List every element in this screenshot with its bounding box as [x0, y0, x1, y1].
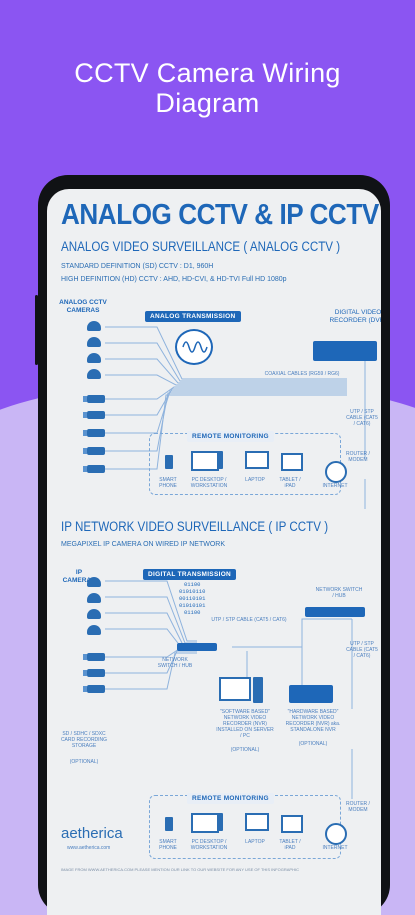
bullet-camera-icon [83, 669, 105, 677]
hardware-nvr-icon [289, 685, 333, 703]
device-label: LAPTOP [245, 839, 265, 845]
switch2-label: NETWORK SWITCH / HUB [315, 587, 363, 599]
infographic-screen: ANALOG CCTV & IP CCTV ANALOG VIDEO SURVE… [47, 189, 381, 915]
dvr-label: DIGITAL VIDEO RECORDER (DVR) [329, 309, 381, 324]
device-label: SMART PHONE [159, 839, 177, 851]
smartphone-icon [165, 455, 173, 469]
phone-side-button [35, 295, 38, 365]
brand-logo: aetherica [61, 825, 123, 842]
router-label: ROUTER / MODEM [346, 801, 370, 813]
software-nvr-label: "SOFTWARE BASED" NETWORK VIDEO RECORDER … [216, 709, 274, 739]
dome-camera-icon [87, 577, 101, 587]
brand-url: www.aetherica.com [67, 845, 111, 851]
phone-mockup: ANALOG CCTV & IP CCTV ANALOG VIDEO SURVE… [35, 175, 390, 915]
ip-utp-label: UTP / STP CABLE (CAT5 / CAT6) [346, 641, 378, 659]
network-switch2-icon [305, 607, 365, 617]
ip-remote-label: REMOTE MONITORING [187, 793, 274, 804]
page-title-line1: CCTV Camera Wiring [74, 58, 341, 88]
digital-transmission-badge: DIGITAL TRANSMISSION [143, 569, 237, 580]
laptop-icon [245, 451, 269, 469]
internet-globe-icon [325, 823, 347, 845]
internet-globe-icon [325, 461, 347, 483]
analog-sub2: HIGH DEFINITION (HD) CCTV : AHD, HD-CVI,… [61, 276, 287, 283]
tablet-icon [281, 815, 303, 833]
desktop-icon [191, 813, 219, 833]
desktop-tower-icon [217, 451, 223, 469]
nvr-server-monitor-icon [219, 677, 251, 701]
bullet-camera-icon [83, 429, 105, 437]
sd-card-label: SD / SDHC / SDXC CARD RECORDING STORAGE [60, 731, 108, 749]
ip-sub: MEGAPIXEL IP CAMERA ON WIRED IP NETWORK [61, 541, 226, 548]
wiring-lines [105, 326, 366, 799]
smartphone-icon [165, 817, 173, 831]
binary-row: 00110101 [179, 595, 206, 602]
infographic-title: ANALOG CCTV & IP CCTV [61, 199, 379, 231]
bullet-camera-icon [83, 395, 105, 403]
dome-camera-icon [87, 337, 101, 347]
hardware-nvr-label: "HARDWARE BASED" NETWORK VIDEO RECORDER … [285, 709, 341, 733]
dome-camera-icon [87, 593, 101, 603]
ip-cameras-label: IP CAMERAS [62, 569, 96, 584]
router-label: ROUTER / MODEM [346, 451, 370, 463]
page-title-line2: Diagram [155, 88, 260, 118]
dome-camera-icon [87, 353, 101, 363]
footer-credit: IMAGE FROM WWW.AETHERICA.COM PLEASE MENT… [61, 867, 299, 872]
binary-row: 01010110 [179, 588, 206, 595]
internet-label: INTERNET [322, 483, 348, 489]
hardware-nvr-optional: (OPTIONAL) [298, 741, 328, 747]
laptop-icon [245, 813, 269, 831]
dvr-device-icon [313, 341, 377, 361]
ip-cable-label: UTP / STP CABLE (CAT5 / CAT6) [211, 617, 287, 623]
device-label: SMART PHONE [159, 477, 177, 489]
nvr-server-tower-icon [253, 677, 263, 703]
network-switch-icon [177, 643, 217, 651]
bullet-camera-icon [83, 685, 105, 693]
dome-camera-icon [87, 625, 101, 635]
binary-row: 01010101 [179, 602, 206, 609]
page-title: CCTV Camera Wiring Diagram [0, 58, 415, 118]
wave-glyph [182, 341, 208, 353]
desktop-tower-icon [217, 813, 223, 831]
bullet-camera-icon [83, 465, 105, 473]
tablet-icon [281, 453, 303, 471]
coaxial-cable-label: COAXIAL CABLES (RG59 / RG6) [264, 371, 340, 377]
device-label: TABLET / iPAD [279, 477, 301, 489]
dome-camera-icon [87, 369, 101, 379]
internet-label: INTERNET [322, 845, 348, 851]
dome-camera-icon [87, 609, 101, 619]
binary-row: 01100 [183, 581, 201, 588]
software-nvr-optional: (OPTIONAL) [230, 747, 260, 753]
ip-heading: IP NETWORK VIDEO SURVEILLANCE ( IP CCTV … [61, 519, 329, 534]
analog-transmission-badge: ANALOG TRANSMISSION [145, 311, 241, 322]
bullet-camera-icon [83, 653, 105, 661]
binary-digits: 01100 01010110 00110101 01010101 01100 [179, 581, 205, 616]
analog-cameras-label: ANALOG CCTV CAMERAS [59, 299, 107, 314]
device-label: PC DESKTOP / WORKSTATION [190, 477, 228, 489]
bullet-camera-icon [83, 447, 105, 455]
analog-heading: ANALOG VIDEO SURVEILLANCE ( ANALOG CCTV … [61, 239, 341, 254]
device-label: PC DESKTOP / WORKSTATION [190, 839, 228, 851]
analog-utp-label: UTP / STP CABLE (CAT5 / CAT6) [346, 409, 378, 427]
switch-label: NETWORK SWITCH / HUB [157, 657, 193, 669]
analog-remote-label: REMOTE MONITORING [187, 431, 274, 442]
device-label: TABLET / iPAD [279, 839, 301, 851]
sd-card-optional: (OPTIONAL) [69, 759, 99, 765]
bullet-camera-icon [83, 411, 105, 419]
desktop-icon [191, 451, 219, 471]
binary-row: 01100 [183, 609, 201, 616]
analog-wave-icon [175, 329, 213, 365]
analog-sub1: STANDARD DEFINITION (SD) CCTV : D1, 960H [61, 263, 214, 270]
dome-camera-icon [87, 321, 101, 331]
device-label: LAPTOP [245, 477, 265, 483]
